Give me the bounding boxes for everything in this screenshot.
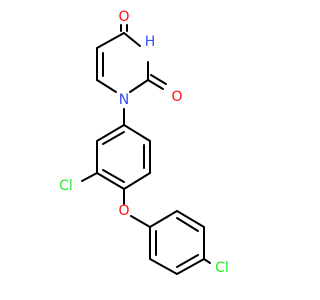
atom-cl-ring: Cl (59, 178, 73, 194)
bond-ar12-ar7 (149, 210, 178, 228)
atom-o-right: O (171, 89, 182, 105)
structure-canvas: O H N O N Cl O Cl (59, 9, 229, 276)
molecule-structure: O H N O N Cl O Cl (59, 9, 229, 276)
bond-ar4-ar5 (123, 172, 151, 190)
chlorophenyl-ring (96, 124, 151, 190)
bond-ar1-ar2-inner (102, 131, 125, 145)
bond-oether-ar7 (130, 215, 151, 228)
bond-ar6-ar1 (123, 124, 151, 142)
bond-n3-c4 (123, 32, 141, 47)
bond-ar3-cl (81, 172, 98, 182)
bond-n1-c2 (129, 79, 149, 93)
atom-o-top: O (118, 9, 129, 25)
bond-ar3-ar4 (96, 172, 125, 190)
uracil-ring (96, 24, 167, 93)
bond-ar8-ar9 (149, 258, 178, 275)
bond-ar9-ar10 (176, 258, 205, 275)
atom-n1: N (119, 92, 129, 108)
bond-c4-c5 (96, 32, 125, 49)
bond-ar3-ar4-inner (102, 169, 125, 183)
atom-cl-bottom: Cl (215, 260, 229, 276)
para-chlorophenyl-ring (149, 210, 205, 275)
bond-c2-o-double (150, 74, 167, 85)
bond-c6-n1 (96, 79, 117, 93)
atom-o-ether: O (118, 203, 129, 219)
bond-ar9-ar10-inner (176, 254, 199, 268)
bond-ar1-ar2 (96, 124, 125, 142)
bond-ar11-ar12-inner (176, 217, 199, 232)
bond-ar11-ar12 (176, 210, 205, 228)
atom-h: H (145, 34, 156, 50)
bond-c2-o (147, 79, 164, 90)
bond-ar10-cl (203, 258, 211, 264)
